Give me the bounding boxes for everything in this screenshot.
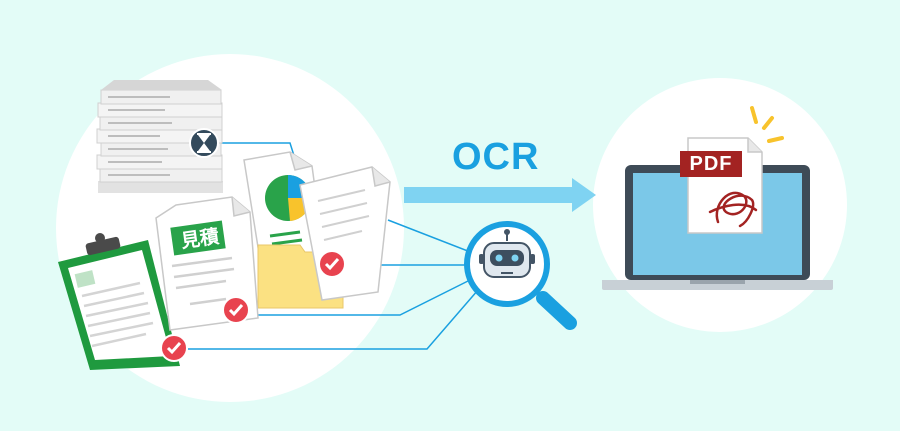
check-icon: [318, 250, 346, 278]
hourglass-icon: [189, 128, 219, 158]
check-icon: [160, 334, 188, 362]
robot-icon: [479, 229, 535, 278]
paper-stack: [96, 80, 223, 193]
arrow: [404, 178, 596, 212]
pdf-badge-label: PDF: [689, 153, 733, 175]
sparkle-icon: [750, 106, 784, 143]
check-icon: [222, 296, 250, 324]
pdf-signature-icon: [680, 137, 763, 234]
clipboard: [58, 233, 180, 370]
ocr-label: OCR: [452, 136, 540, 178]
